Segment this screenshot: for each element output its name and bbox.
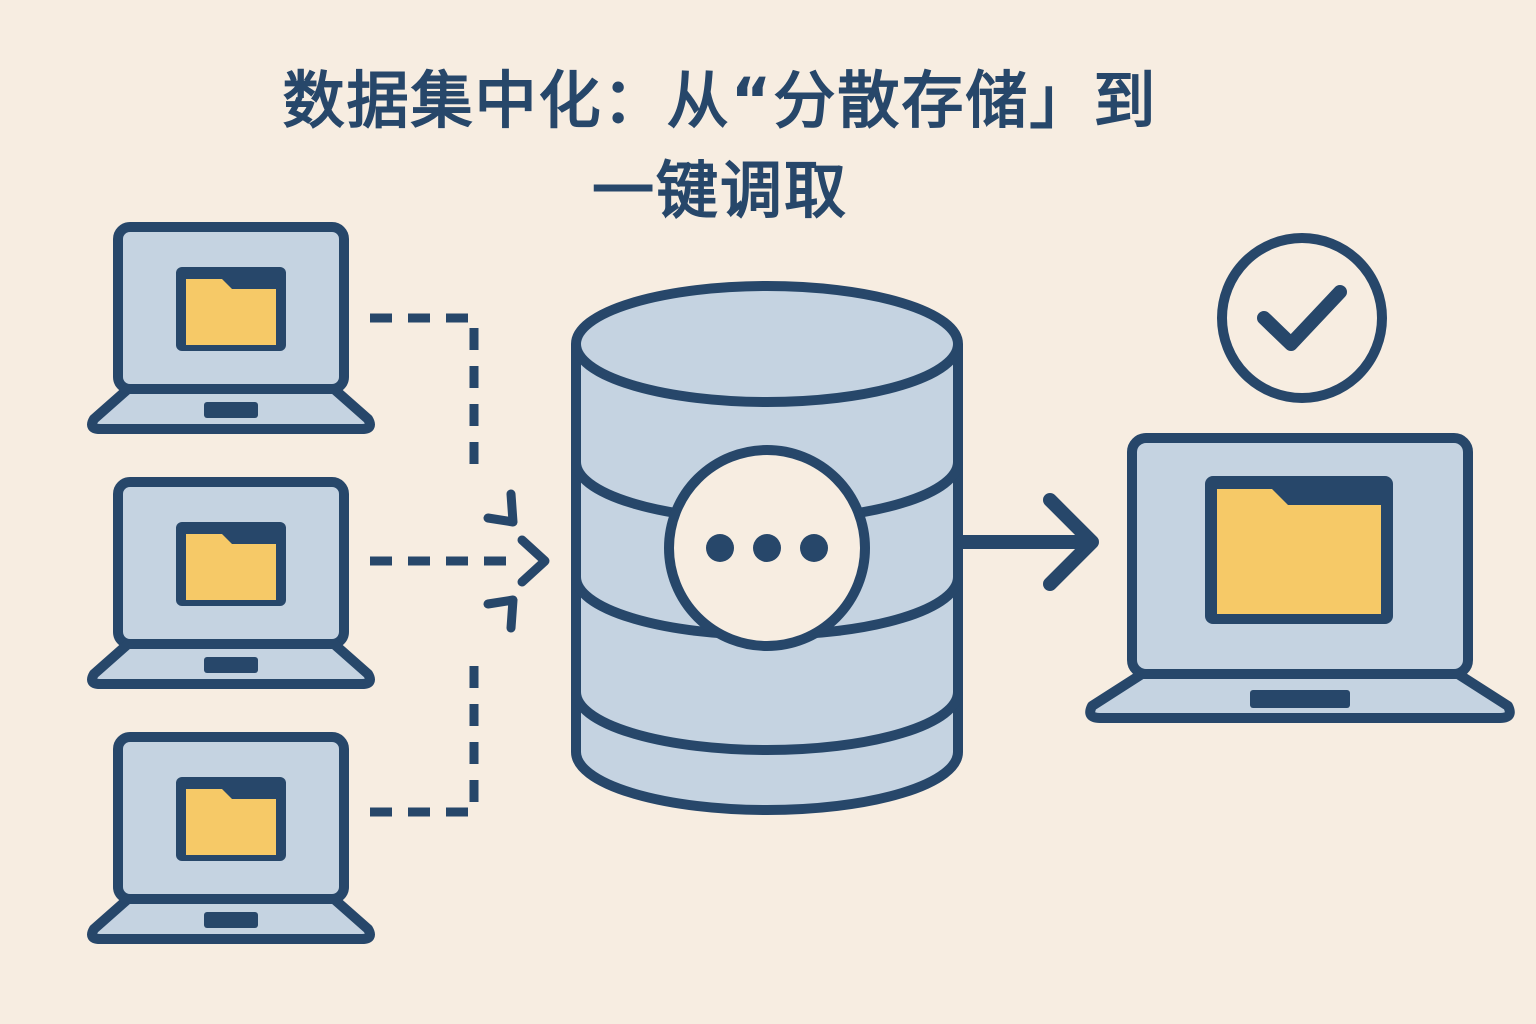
source-laptop-2-icon [92, 482, 370, 684]
arrowhead-bottom-icon [483, 595, 518, 633]
title-line-1: 数据集中化：从“分散存储」到 [282, 64, 1158, 137]
connector-arrowheads [483, 489, 550, 633]
diagram-title: 数据集中化：从“分散存储」到 一键调取 [190, 56, 1250, 236]
arrowhead-middle-icon [517, 535, 550, 587]
checkmark-circle-icon [1217, 233, 1387, 403]
connector-bottom [370, 654, 479, 817]
title-line-2: 一键调取 [591, 154, 848, 227]
target-laptop-icon [1085, 433, 1515, 723]
processing-badge-icon [664, 445, 870, 651]
arrowhead-top-icon [483, 489, 518, 527]
source-connectors [370, 313, 520, 817]
database-icon [571, 281, 963, 815]
source-laptop-1-icon [92, 227, 370, 429]
output-arrow-icon [955, 493, 1099, 591]
source-laptop-3-icon [92, 737, 370, 939]
connector-top [370, 313, 479, 470]
